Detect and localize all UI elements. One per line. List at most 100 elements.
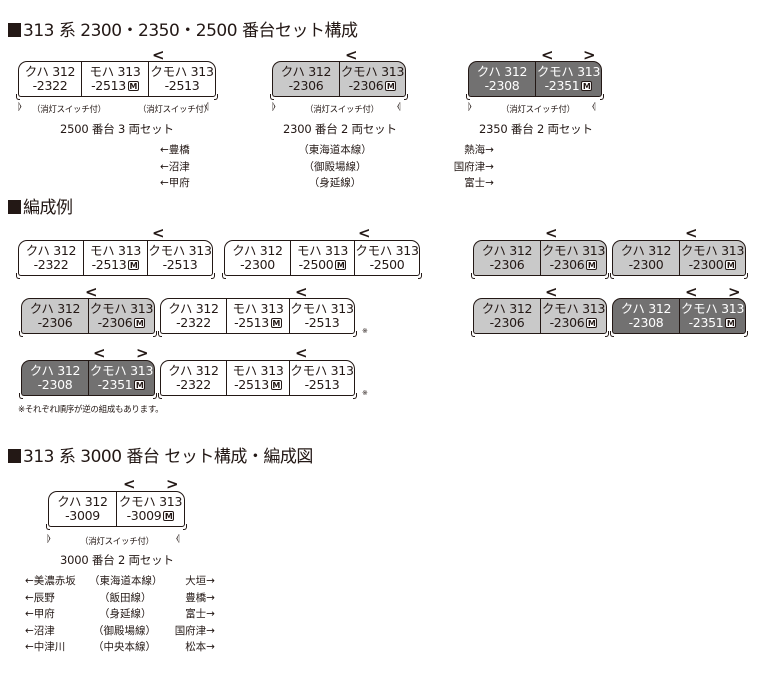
- car: クハ 312-2322: [160, 360, 226, 396]
- set-label: 2300 番台 2 両セット: [283, 122, 397, 136]
- headlight-icon: ⦊: [272, 101, 276, 112]
- taillight-icon: ⦉: [176, 533, 180, 544]
- car: クハ 312 -2308: [468, 61, 535, 97]
- square-bullet-icon: [8, 449, 21, 463]
- pantograph-icon: <: [685, 283, 698, 301]
- square-bullet-icon: [8, 200, 21, 214]
- route-row: ←辰野 （飯田線） 豊橋→: [25, 591, 215, 604]
- switch-note: （消灯スイッチ付）: [501, 105, 575, 115]
- taillight-icon: ⦉: [592, 101, 596, 112]
- route-row: ←甲府 （身延線） 富士→: [25, 608, 215, 620]
- pantograph-icon: >: [166, 475, 179, 493]
- car: クハ 312-2308: [21, 360, 88, 396]
- pantograph-icon: >: [583, 46, 596, 64]
- motor-icon: M: [128, 260, 140, 270]
- car: クハ 312-2306: [21, 298, 88, 334]
- headlight-icon: ⦊: [468, 101, 472, 112]
- pantograph-icon: <: [541, 46, 554, 64]
- headlight-icon: ⦊: [18, 101, 22, 112]
- motor-icon: M: [581, 81, 593, 91]
- car: クハ 312-2300: [224, 240, 290, 276]
- motor-icon: M: [134, 380, 146, 390]
- pantograph-icon: <: [152, 224, 165, 242]
- motor-icon: M: [586, 318, 598, 328]
- car: クモハ 313-2513: [289, 360, 355, 396]
- pantograph-icon: <: [93, 344, 106, 362]
- section3-title: 313 系 3000 番台 セット構成・編成図: [8, 447, 313, 467]
- car: クモハ 313-2513: [147, 240, 213, 276]
- pantograph-icon: <: [358, 224, 371, 242]
- destinations: 熱海→ 国府津→ 富士→: [453, 144, 494, 189]
- car: クハ 312-3009: [48, 491, 116, 527]
- car: クハ 312-2322: [160, 298, 226, 334]
- set-label: 3000 番台 2 両セット: [60, 553, 174, 567]
- car: クハ 312-2308: [612, 298, 679, 334]
- car: クハ 312 -2306: [272, 61, 339, 97]
- motor-icon: M: [127, 81, 139, 91]
- route-table: ←美濃赤坂 （東海道本線） 大垣→ ←辰野 （飯田線） 豊橋→ ←甲府 （身延線…: [25, 573, 215, 656]
- pantograph-icon: <: [345, 46, 358, 64]
- route-row: ←沼津 （御殿場線） 国府津→: [25, 624, 215, 637]
- pantograph-icon: >: [728, 283, 741, 301]
- section1-title: 313 系 2300・2350・2500 番台セット構成: [8, 21, 358, 41]
- motor-icon: M: [385, 81, 397, 91]
- car: クモハ 313-2513: [289, 298, 355, 334]
- motor-icon: M: [335, 260, 347, 270]
- switch-note: （消灯スイッチ付）: [305, 105, 379, 115]
- route-row: ←中津川 （中央本線） 松本→: [25, 641, 215, 653]
- pantograph-icon: <: [545, 283, 558, 301]
- set-label: 2500 番台 3 両セット: [60, 122, 174, 136]
- switch-note: （消灯スイッチ付）: [32, 105, 106, 115]
- switch-note: （消灯スイッチ付）: [138, 105, 212, 115]
- pantograph-icon: <: [295, 344, 308, 362]
- pantograph-icon: <: [295, 283, 308, 301]
- set-label: 2350 番台 2 両セット: [479, 122, 593, 136]
- asterisk-mark: ※: [362, 327, 368, 335]
- motor-icon: M: [270, 380, 282, 390]
- section2-title: 編成例: [8, 198, 73, 218]
- pantograph-icon: <: [85, 283, 98, 301]
- square-bullet-icon: [8, 23, 21, 37]
- destinations: ←豊橋 ←沼津 ←甲府: [160, 144, 190, 189]
- motor-icon: M: [725, 260, 737, 270]
- motor-icon: M: [725, 318, 737, 328]
- headlight-icon: ⦊: [47, 533, 51, 544]
- taillight-icon: ⦉: [205, 101, 209, 112]
- car: クハ 312-2306: [473, 298, 540, 334]
- footnote: ※それぞれ順序が逆の組成もあります。: [18, 405, 164, 415]
- pantograph-icon: <: [545, 224, 558, 242]
- car: クハ 312 -2322: [18, 61, 81, 97]
- car: クハ 312-2306: [473, 240, 540, 276]
- motor-icon: M: [134, 318, 146, 328]
- route-row: ←美濃赤坂 （東海道本線） 大垣→: [25, 575, 215, 587]
- motor-icon: M: [270, 318, 282, 328]
- motor-icon: M: [163, 511, 175, 521]
